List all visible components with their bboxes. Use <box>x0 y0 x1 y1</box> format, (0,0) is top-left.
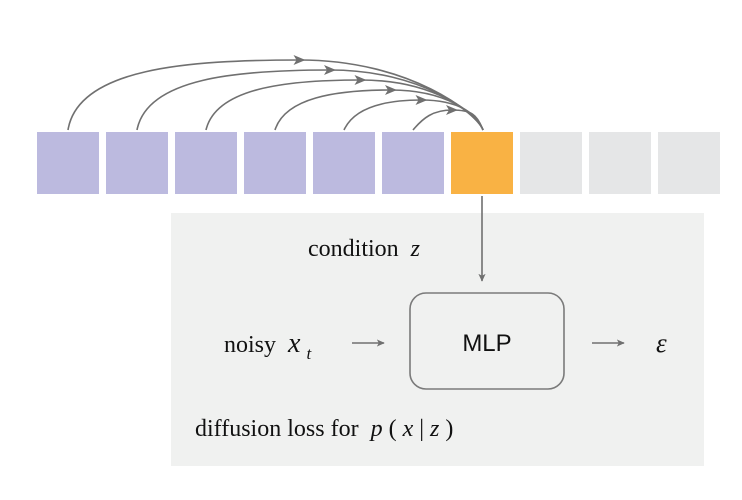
condition-variable: z <box>410 236 421 262</box>
loss-math-x: x <box>402 416 414 442</box>
condition-label: condition z <box>308 236 421 262</box>
token-previous <box>244 132 306 194</box>
token-future <box>520 132 582 194</box>
token-current <box>451 132 513 194</box>
noisy-subscript: t <box>306 344 312 363</box>
loss-caption: diffusion loss for p ( x | z ) <box>195 416 453 442</box>
mlp-box <box>409 292 565 390</box>
attention-arc <box>343 99 484 131</box>
attention-arcs <box>67 55 484 131</box>
attention-arrowhead <box>446 105 458 115</box>
epsilon-label: ε <box>656 328 667 358</box>
loss-math-open: ( <box>389 416 397 442</box>
noisy-text: noisy <box>224 332 276 358</box>
attention-arrowhead <box>293 55 306 65</box>
token-previous <box>175 132 237 194</box>
attention-arrowhead <box>415 95 428 105</box>
attention-arc <box>205 79 484 131</box>
noisy-label: noisy x t <box>224 328 312 363</box>
token-future <box>658 132 720 194</box>
loss-math-bar: | <box>419 416 424 442</box>
token-previous <box>313 132 375 194</box>
condition-text: condition <box>308 236 399 262</box>
attention-arrowhead <box>385 85 397 95</box>
token-previous <box>382 132 444 194</box>
token-future <box>589 132 651 194</box>
noisy-variable: x <box>287 328 301 359</box>
attention-arc <box>67 59 484 131</box>
loss-caption-text: diffusion loss for <box>195 416 359 442</box>
loss-math-z: z <box>429 416 440 442</box>
token-previous <box>37 132 99 194</box>
mlp-label: MLP <box>462 330 511 357</box>
token-previous <box>106 132 168 194</box>
loss-math-p: p <box>369 416 383 442</box>
token-sequence <box>37 132 720 194</box>
attention-arrowhead <box>324 65 336 75</box>
loss-math-close: ) <box>445 416 453 442</box>
attention-arrowhead <box>354 75 367 85</box>
